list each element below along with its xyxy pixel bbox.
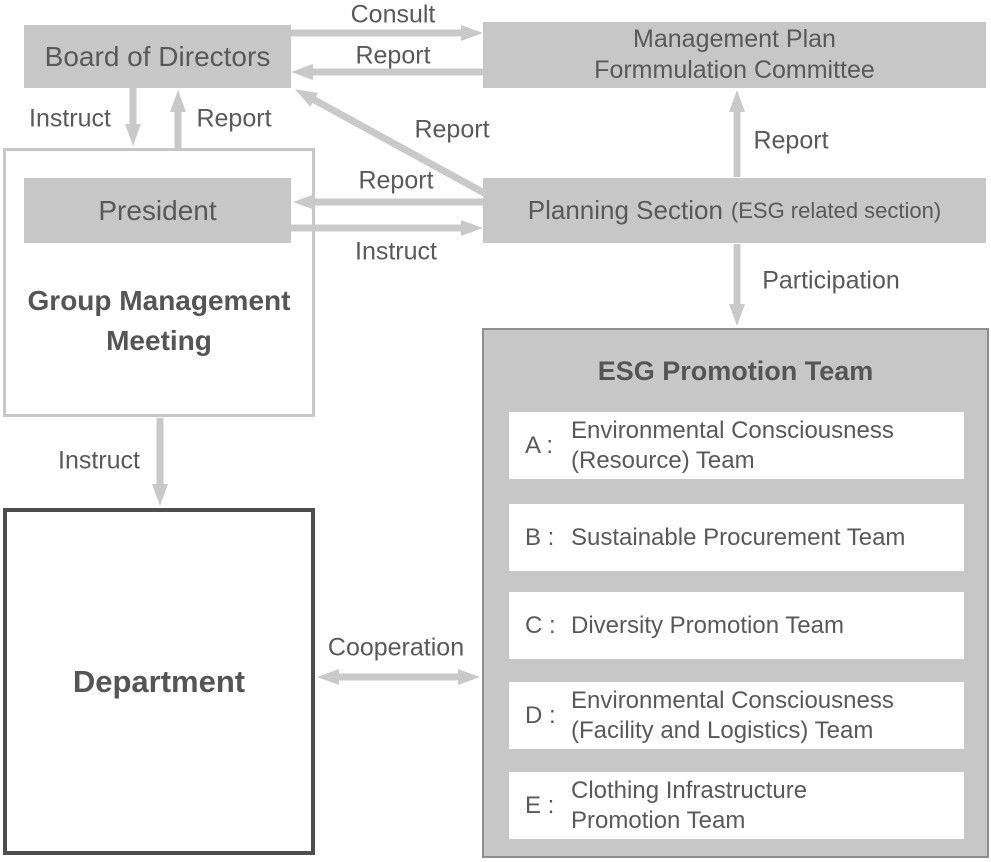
team-label-line2: (Facility and Logistics) Team xyxy=(571,716,874,744)
node-management-plan-committee: Management Plan Formmulation Committee xyxy=(483,22,986,88)
node-label: Board of Directors xyxy=(44,40,271,72)
team-label-line1: Diversity Promotion Team xyxy=(571,611,844,639)
node-label-line1: Group Management xyxy=(27,285,291,316)
node-esg-promotion-team: ESG Promotion Team A : Environmental Con… xyxy=(482,328,989,858)
label-consult: Consult xyxy=(350,0,436,29)
node-group-management-meeting: President Group Management Meeting xyxy=(3,148,315,417)
team-label-line1: Environmental Consciousness xyxy=(571,686,894,714)
team-prefix: B : xyxy=(525,523,555,551)
team-prefix: D : xyxy=(525,701,556,729)
node-label: Department xyxy=(72,663,246,699)
node-label-line2: Meeting xyxy=(106,325,212,356)
label-report-committee-to-board: Report xyxy=(355,41,431,70)
team-c-diversity-promotion: C : Diversity Promotion Team xyxy=(509,592,964,659)
team-a-environmental-consciousness-resource: A : Environmental Consciousness (Resourc… xyxy=(509,412,964,479)
team-d-environmental-consciousness-facility: D : Environmental Consciousness (Facilit… xyxy=(509,682,964,749)
node-label: Planning Section xyxy=(527,195,723,225)
node-department: Department xyxy=(3,508,315,855)
team-label-line1: Environmental Consciousness xyxy=(571,416,894,444)
team-label-line1: Clothing Infrastructure xyxy=(571,776,808,804)
label-report-gmm-to-board: Report xyxy=(196,104,272,133)
label-report-planning-to-board: Report xyxy=(414,115,490,144)
node-label-line1: Management Plan xyxy=(633,25,836,53)
team-b-sustainable-procurement: B : Sustainable Procurement Team xyxy=(509,504,964,571)
label-report-planning-to-committee: Report xyxy=(753,126,829,155)
team-prefix: A : xyxy=(525,431,554,459)
node-planning-section: Planning Section (ESG related section) xyxy=(483,178,986,243)
label-instruct-gmm-to-department: Instruct xyxy=(58,446,140,475)
label-report-planning-to-president: Report xyxy=(358,166,434,195)
team-label-line1: Sustainable Procurement Team xyxy=(571,523,906,551)
node-label: President xyxy=(98,194,217,226)
team-label-line2: (Resource) Team xyxy=(571,446,755,474)
team-e-clothing-infrastructure-promotion: E : Clothing Infrastructure Promotion Te… xyxy=(509,772,964,839)
team-prefix: E : xyxy=(525,791,555,819)
label-instruct-board-to-gmm: Instruct xyxy=(29,104,111,133)
esg-title: ESG Promotion Team xyxy=(597,356,874,386)
label-cooperation: Cooperation xyxy=(327,633,465,662)
node-sublabel: (ESG related section) xyxy=(730,197,942,223)
node-label: Group Management Meeting xyxy=(6,281,312,361)
team-label-line2: Promotion Team xyxy=(571,806,746,834)
node-board-of-directors: Board of Directors xyxy=(24,25,291,88)
label-participation: Participation xyxy=(762,266,900,295)
node-president: President xyxy=(24,178,291,243)
label-instruct-president-to-planning: Instruct xyxy=(355,237,437,266)
team-prefix: C : xyxy=(525,611,556,639)
node-label-line2: Formmulation Committee xyxy=(594,56,875,84)
